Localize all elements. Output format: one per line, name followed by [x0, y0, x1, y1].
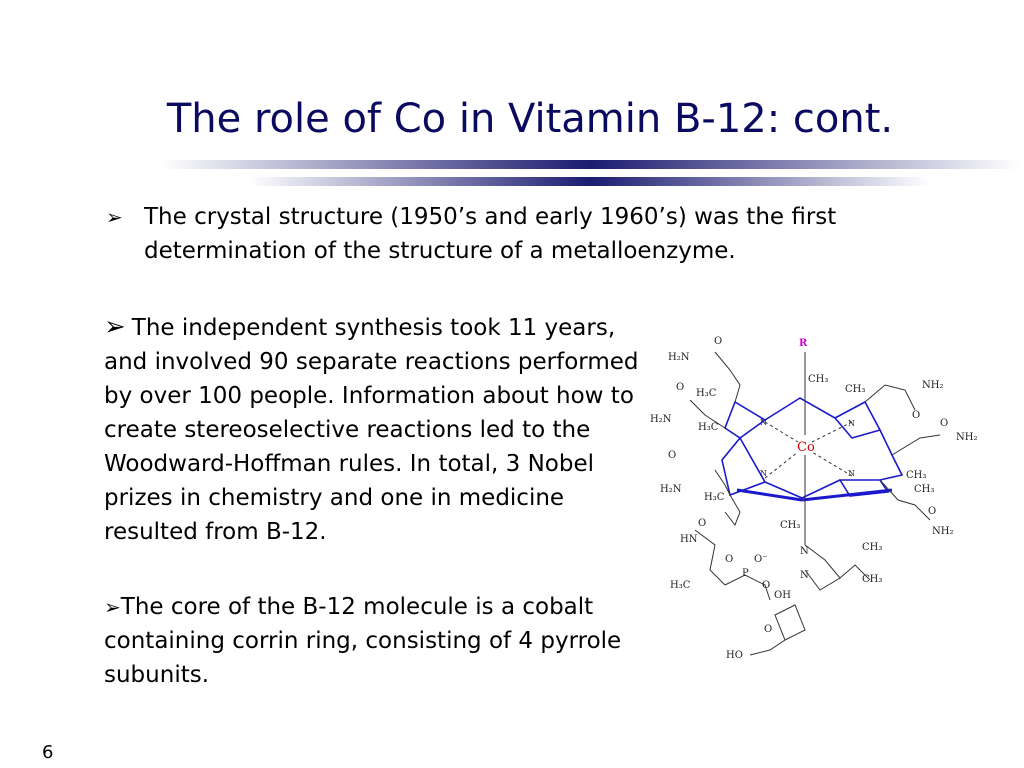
nitrogen-label-4: N	[848, 469, 855, 478]
hn-label: HN	[680, 534, 698, 545]
benzimidazole-n-1: N	[800, 546, 809, 557]
carbonyl-o-2: O	[676, 382, 684, 393]
bullet-synthesis: ➢The independent synthesis took 11 years…	[104, 310, 644, 549]
amide-label-6: NH₂	[932, 526, 953, 537]
ester-o-label: O	[762, 580, 770, 591]
ring-o-label: O	[764, 624, 772, 635]
methyl-label-9: H₃C	[670, 580, 691, 591]
amide-label-2: H₂N	[650, 414, 672, 425]
phosphate-o-minus-label: O⁻	[754, 554, 767, 565]
benzimidazole-n-2: N	[800, 570, 809, 581]
bullet-arrow-icon: ➢	[104, 595, 121, 619]
bullet-text: The crystal structure (1950’s and early …	[144, 204, 837, 264]
methyl-label-3: CH₃	[808, 374, 828, 385]
ho-label: HO	[726, 650, 743, 660]
carbonyl-o-4: O	[940, 418, 948, 429]
amide-label-4: NH₂	[956, 432, 977, 443]
amide-label-3: NH₂	[922, 380, 943, 391]
title-underline-bar-secondary	[250, 177, 930, 186]
side-chain-bonds	[689, 351, 941, 656]
amide-label-5: H₂N	[660, 484, 682, 495]
nitrogen-label-1: N	[760, 418, 767, 427]
phosphate-o-label: O	[725, 554, 733, 565]
carbonyl-o-7: O	[698, 518, 706, 529]
bullet-text: The independent synthesis took 11 years,…	[104, 315, 639, 545]
title-underline-bar	[160, 160, 1020, 169]
methyl-label-2: H₃C	[698, 422, 719, 433]
nitrogen-label-3: N	[760, 469, 767, 478]
cobalt-coordination-bonds	[764, 421, 853, 479]
bullet-corrin-core: ➢The core of the B-12 molecule is a coba…	[104, 590, 644, 692]
methyl-label-1: H₃C	[696, 388, 717, 399]
methyl-label-10: CH₃	[862, 542, 882, 553]
amide-label-1: H₂N	[668, 352, 690, 363]
r-group-label: R	[799, 338, 808, 349]
cobalt-label: Co	[797, 440, 815, 455]
vitamin-b12-structure-diagram: R Co N N N N H₂N O H₃C O H₂N H₃C CH₃ CH₃…	[630, 330, 980, 664]
nitrogen-label-2: N	[848, 419, 855, 428]
bullet-text: The core of the B-12 molecule is a cobal…	[104, 594, 622, 688]
carbonyl-o-6: O	[928, 506, 936, 517]
molecule-svg: R Co N N N N H₂N O H₃C O H₂N H₃C CH₃ CH₃…	[650, 336, 977, 661]
carbonyl-o-5: O	[668, 450, 676, 461]
methyl-label-4: CH₃	[845, 384, 865, 395]
methyl-label-6: CH₃	[914, 484, 934, 495]
bullet-crystal-structure: ➢ The crystal structure (1950’s and earl…	[106, 200, 866, 268]
bullet-arrow-icon: ➢	[104, 312, 126, 342]
hydroxyl-label: OH	[774, 590, 791, 601]
carbonyl-o-1: O	[714, 336, 722, 347]
methyl-label-5: CH₃	[906, 470, 926, 481]
carbonyl-o-3: O	[912, 410, 920, 421]
methyl-label-8: CH₃	[780, 520, 800, 531]
methyl-label-7: H₃C	[704, 492, 725, 503]
phosphorus-label: P	[742, 568, 749, 579]
slide-title: The role of Co in Vitamin B-12: cont.	[166, 96, 894, 142]
methyl-label-11: CH₃	[862, 574, 882, 585]
bullet-arrow-icon: ➢	[106, 205, 123, 229]
page-number: 6	[42, 742, 54, 763]
